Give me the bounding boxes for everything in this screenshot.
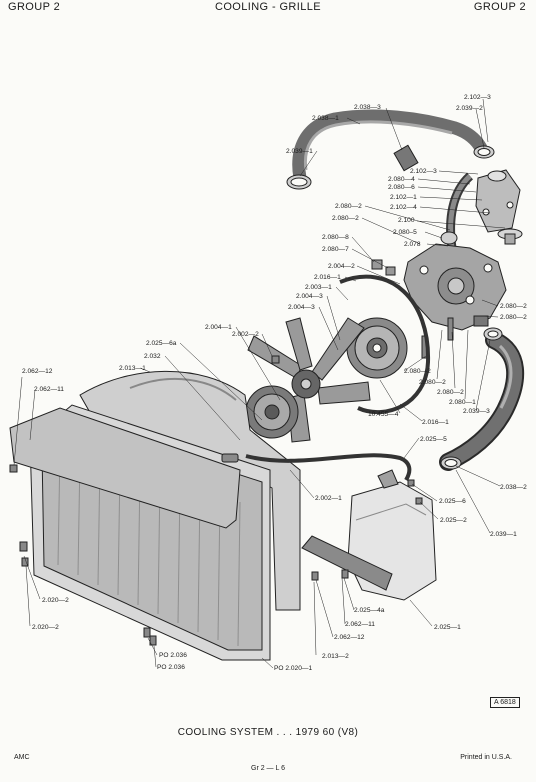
- part-label: 2.062—11: [34, 386, 64, 393]
- part-label: 2.078: [404, 241, 421, 248]
- part-label: 2.039—3: [463, 408, 490, 415]
- tank-mounting-bracket: [301, 535, 393, 591]
- part-label: 2.062—11: [345, 621, 375, 628]
- footer-right: Printed in U.S.A.: [460, 754, 512, 761]
- part-label: 2.003—1: [305, 284, 332, 291]
- small-fittings: [371, 259, 454, 359]
- part-label: 2.102—4: [390, 204, 417, 211]
- part-label: 2.020—2: [32, 624, 59, 631]
- part-label: 2.080—2: [500, 303, 527, 310]
- part-label: 2.062—12: [22, 368, 53, 375]
- part-label: 2.080—2: [437, 389, 464, 396]
- part-label: 2.002—2: [232, 331, 259, 338]
- part-label: 2.002—1: [315, 495, 342, 502]
- part-label: PO 2.036: [157, 664, 185, 671]
- fan-clutch: [245, 385, 299, 439]
- coolant-recovery-tank: [347, 469, 437, 601]
- part-label: 2.025—5: [420, 436, 447, 443]
- part-label: 2.102—3: [464, 94, 491, 101]
- part-label: 2.025—6: [439, 498, 466, 505]
- part-label: 2.004—1: [205, 324, 232, 331]
- part-label: PO 2.036: [159, 652, 187, 659]
- part-label: 2.080—2: [332, 215, 359, 222]
- thermostat-housing: [475, 169, 521, 233]
- part-label: 2.080–5: [393, 229, 417, 236]
- hose-clamp-lower: [440, 456, 462, 470]
- part-label: 2.016—1: [422, 419, 449, 426]
- part-label: 2.080—8: [322, 234, 349, 241]
- leader-lines: [13, 98, 506, 669]
- part-label: 2.039—1: [286, 148, 313, 155]
- part-label: 2.080—2: [404, 368, 431, 375]
- part-label: PO 2.020—1: [274, 665, 312, 672]
- diagram-caption: COOLING SYSTEM . . . 1979 60 (V8): [177, 727, 359, 738]
- part-label: 2.004—2: [328, 263, 355, 270]
- part-label: 2.013—2: [322, 653, 349, 660]
- part-label: 2.102—1: [390, 194, 417, 201]
- part-label: 2.100: [398, 217, 415, 224]
- part-label: 2.062—12: [334, 634, 365, 641]
- part-label: 2.025—6a: [146, 340, 177, 347]
- fasteners: [9, 355, 423, 646]
- footer-page-number: Gr 2 — L 6: [251, 765, 285, 772]
- part-label: 2.039—2: [456, 105, 483, 112]
- hose-clamp-upper-right: [473, 145, 495, 159]
- part-label: 2.025—4a: [354, 607, 385, 614]
- overflow-hose: [245, 453, 412, 482]
- part-label: 2.038—3: [354, 104, 381, 111]
- group-header-left: GROUP 2: [8, 1, 61, 13]
- part-label: 2.025—1: [434, 624, 461, 631]
- part-label: 2.038—2: [500, 484, 527, 491]
- part-label: 2.080—6: [388, 184, 415, 191]
- part-label: 2.039—1: [490, 531, 517, 538]
- part-label: 2.020—2: [42, 597, 69, 604]
- figure-reference-code: A 6818: [490, 697, 520, 708]
- group-header-right: GROUP 2: [473, 1, 526, 13]
- hose-clamp-pump-outlet: [483, 327, 503, 341]
- part-label: 2.038—1: [312, 115, 339, 122]
- pump-gasket: [440, 231, 458, 245]
- part-label: 2.080—4: [388, 176, 415, 183]
- radiator-side-bracket: [9, 407, 241, 529]
- part-label: 10.455—4: [368, 411, 399, 418]
- hose-sleeve: [393, 144, 419, 172]
- part-label: 2.080—2: [500, 314, 527, 321]
- part-label: 2.025—2: [440, 517, 467, 524]
- thermostat: [497, 228, 523, 245]
- water-pump: [403, 243, 507, 331]
- part-label: 2.080—7: [322, 246, 349, 253]
- part-label: 2.016—1: [314, 274, 341, 281]
- hose-clamp-upper-left: [286, 174, 312, 190]
- part-label: 2.013—1: [119, 365, 146, 372]
- page-title: COOLING - GRILLE: [214, 1, 322, 13]
- part-label: 2.102—3: [410, 168, 437, 175]
- part-label: 2.080—1: [449, 399, 476, 406]
- lower-radiator-hose: [439, 331, 525, 471]
- part-label: 2.080—2: [419, 379, 446, 386]
- drive-belt: [339, 274, 431, 414]
- pulley-assembly: [346, 317, 408, 379]
- part-label: 2.004—3: [288, 304, 315, 311]
- part-label: 2.080—2: [335, 203, 362, 210]
- upper-radiator-hose: [292, 109, 489, 185]
- part-label: 2.004—3: [296, 293, 323, 300]
- part-label: 2.032: [144, 353, 161, 360]
- footer-left: AMC: [14, 754, 30, 761]
